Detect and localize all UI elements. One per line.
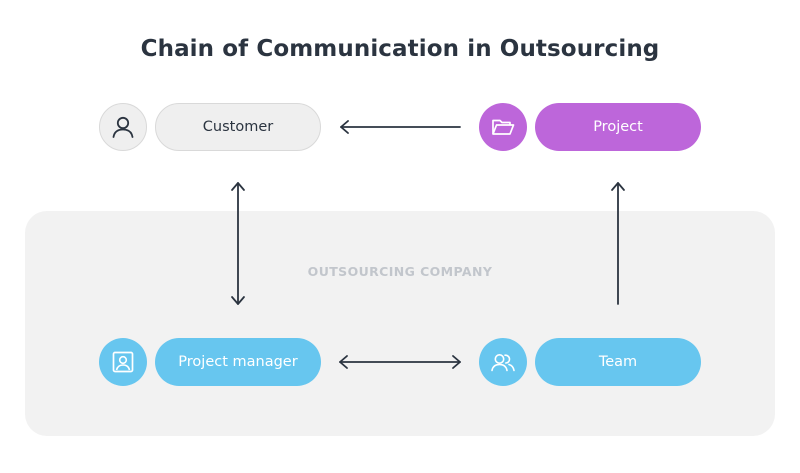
outsourcing-company-label: OUTSOURCING COMPANY bbox=[307, 264, 493, 279]
project-manager-node: Project manager bbox=[155, 338, 321, 386]
project-node: Project bbox=[535, 103, 701, 151]
arrow-project-to-customer bbox=[340, 120, 461, 134]
user-icon bbox=[99, 103, 147, 151]
users-icon bbox=[479, 338, 527, 386]
outsourcing-company-group bbox=[25, 211, 775, 436]
team-node: Team bbox=[535, 338, 701, 386]
customer-node: Customer bbox=[155, 103, 321, 151]
folder-open-icon bbox=[479, 103, 527, 151]
diagram-title: Chain of Communication in Outsourcing bbox=[140, 36, 660, 62]
arrow-project-manager-team bbox=[339, 355, 461, 369]
id-card-icon bbox=[99, 338, 147, 386]
arrow-team-to-project bbox=[611, 182, 625, 305]
arrow-customer-project-manager bbox=[231, 182, 245, 305]
